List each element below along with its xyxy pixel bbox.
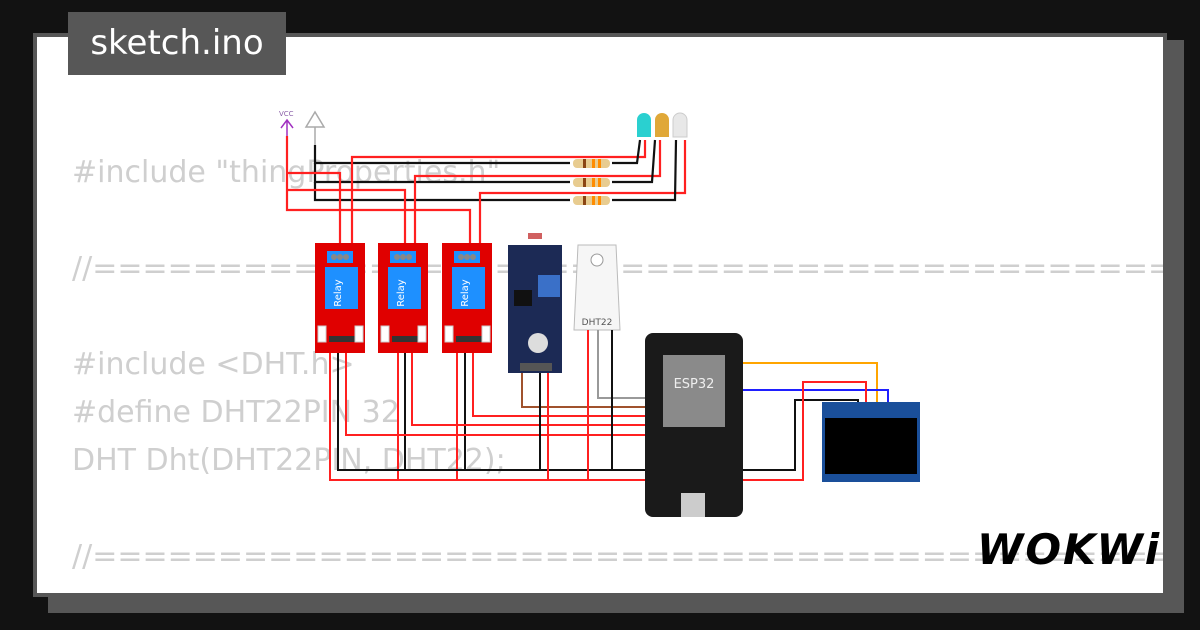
ground-symbol (304, 110, 326, 145)
resistor (573, 159, 610, 168)
code-line: #include "thingProperties.h" (72, 155, 501, 190)
resistor (573, 178, 610, 187)
led-amber (655, 113, 669, 137)
ldr-sensor-module[interactable] (508, 233, 562, 373)
esp32-board[interactable]: ESP32 (645, 333, 743, 517)
resistors (573, 159, 610, 205)
svg-text:Relay: Relay (460, 279, 471, 307)
wokwi-logo: WOKWi (977, 525, 1162, 574)
svg-text:Relay: Relay (333, 279, 344, 307)
oled-display[interactable] (822, 402, 920, 482)
circuit-diagram: VCC (279, 110, 920, 517)
relay-module-1: Relay (315, 243, 365, 353)
resistor (573, 196, 610, 205)
relay-modules[interactable]: Relay Relay Relay (315, 243, 492, 353)
wires (285, 136, 687, 250)
led-white (672, 112, 688, 138)
code-line: DHT Dht(DHT22PIN, DHT22); (72, 443, 506, 478)
code-line: //======================================… (72, 539, 1163, 574)
code-line: #include <DHT.h> (72, 347, 355, 382)
leds[interactable] (637, 112, 688, 138)
svg-text:ESP32: ESP32 (674, 377, 715, 392)
svg-text:Relay: Relay (396, 279, 407, 307)
code-background: #include "thingProperties.h" //=========… (72, 37, 1163, 574)
vcc-symbol: VCC (279, 110, 294, 136)
preview-card: #include "thingProperties.h" //=========… (33, 33, 1167, 597)
code-line: #define DHT22PIN 32 (72, 395, 400, 430)
relay-module-2: Relay (378, 243, 428, 353)
svg-text:VCC: VCC (279, 110, 294, 118)
led-cyan (637, 113, 651, 137)
relay-module-3: Relay (442, 243, 492, 353)
dht22-sensor[interactable]: DHT22 (573, 244, 621, 331)
file-title: sketch.ino (68, 12, 286, 75)
svg-text:DHT22: DHT22 (582, 318, 613, 328)
